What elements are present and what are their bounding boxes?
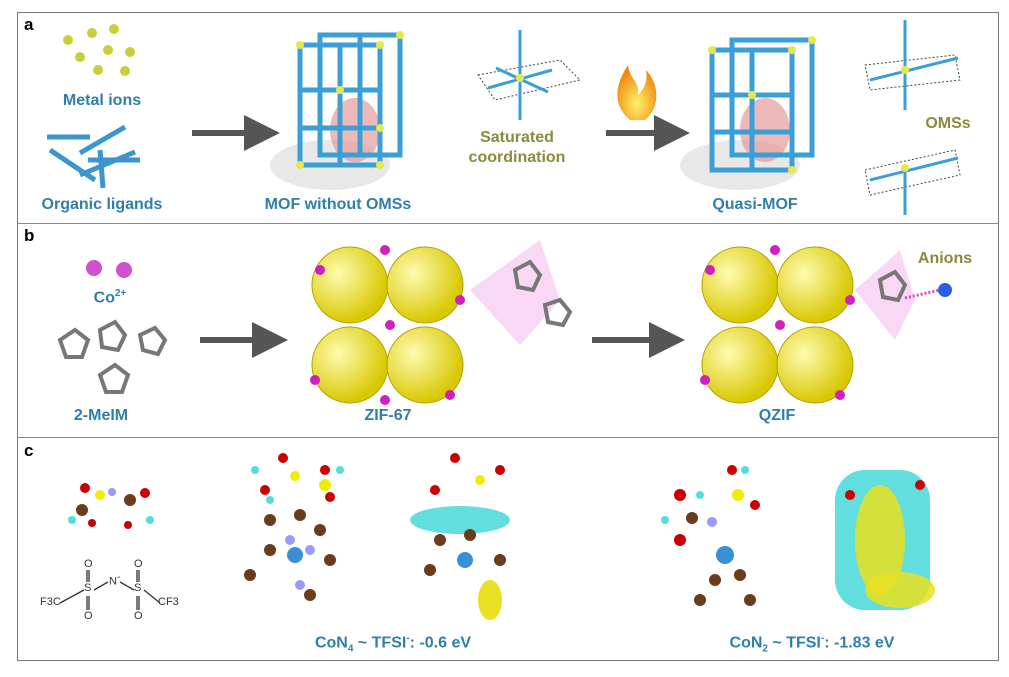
con2-base: CoN [729,634,763,652]
label-metal-ions: Metal ions [62,92,142,109]
formula-n-charge: - [116,572,121,583]
anion-icon [938,283,952,297]
con2-sub: 2 [762,643,768,655]
zif67-structure-icon [310,240,573,405]
figure-frame [17,12,999,661]
label-coordination: coordination [468,149,566,166]
con4-value: : -0.6 eV [409,634,472,652]
con2-charge-density-icon [835,470,935,610]
formula-o2: O [134,558,143,570]
label-anions: Anions [917,250,973,267]
panel-divider-ab [17,223,999,224]
label-omss: OMSs [925,115,971,132]
formula-cf3-right: CF3 [158,596,179,608]
tfsi-structural-formula [59,570,161,610]
co-text: Co [93,289,115,307]
mof-framework-icon [270,31,404,190]
saturated-node-icon [477,30,581,120]
label-2-melm: 2-MeIM [73,407,129,424]
panel-letter-a: a [24,15,34,34]
label-quasi-mof: Quasi-MOF [712,196,798,213]
methylimidazole-icon [57,319,168,394]
quasi-mof-framework-icon [680,36,816,190]
formula-s-left: S [84,582,92,594]
con4-sup: - [406,633,410,644]
con2-value: : -1.83 eV [824,634,895,652]
formula-n: N- [109,572,120,588]
qzif-structure-icon [700,245,952,404]
con4-rest: ~ TFSI [353,634,407,652]
con2-sup: - [820,633,825,644]
label-con4-binding-energy: CoN4 ~ TFSI-: -0.6 eV [315,633,471,655]
con4-tfsi-molecule-icon [244,453,344,601]
flame-icon [617,65,657,120]
label-con2-binding-energy: CoN2 ~ TFSI-: -1.83 eV [730,633,895,655]
label-saturated: Saturated [480,129,554,146]
label-saturated-coordination: Saturated coordination [469,128,566,168]
formula-f3c-left: F3C [40,596,61,608]
label-qzif: QZIF [758,407,796,424]
formula-o4: O [134,610,143,622]
label-zif67: ZIF-67 [364,407,412,424]
co-charge: 2+ [114,288,127,299]
organic-ligands-icon [47,124,140,189]
label-organic-ligands: Organic ligands [41,196,163,213]
formula-n-letter: N [109,575,117,588]
oms-node-icon [864,20,961,215]
label-co2plus: Co2+ [94,288,127,307]
con4-base: CoN [314,634,348,652]
metal-ions-icon [63,24,135,76]
panel-letter-b: b [24,226,35,245]
panel-divider-bc [17,437,999,438]
con2-tfsi-molecule-icon [661,465,760,606]
formula-o1: O [84,558,93,570]
tfsi-ball-stick-icon [68,483,154,529]
formula-o3: O [84,610,93,622]
panel-letter-c: c [24,441,34,460]
con4-sub: 4 [347,643,354,655]
cobalt-ions-icon [86,260,132,278]
con2-rest: ~ TFSI [767,634,821,652]
formula-s-right: S [134,582,142,594]
con4-charge-density-icon [410,453,510,620]
label-mof-without-oms: MOF without OMSs [264,196,412,213]
